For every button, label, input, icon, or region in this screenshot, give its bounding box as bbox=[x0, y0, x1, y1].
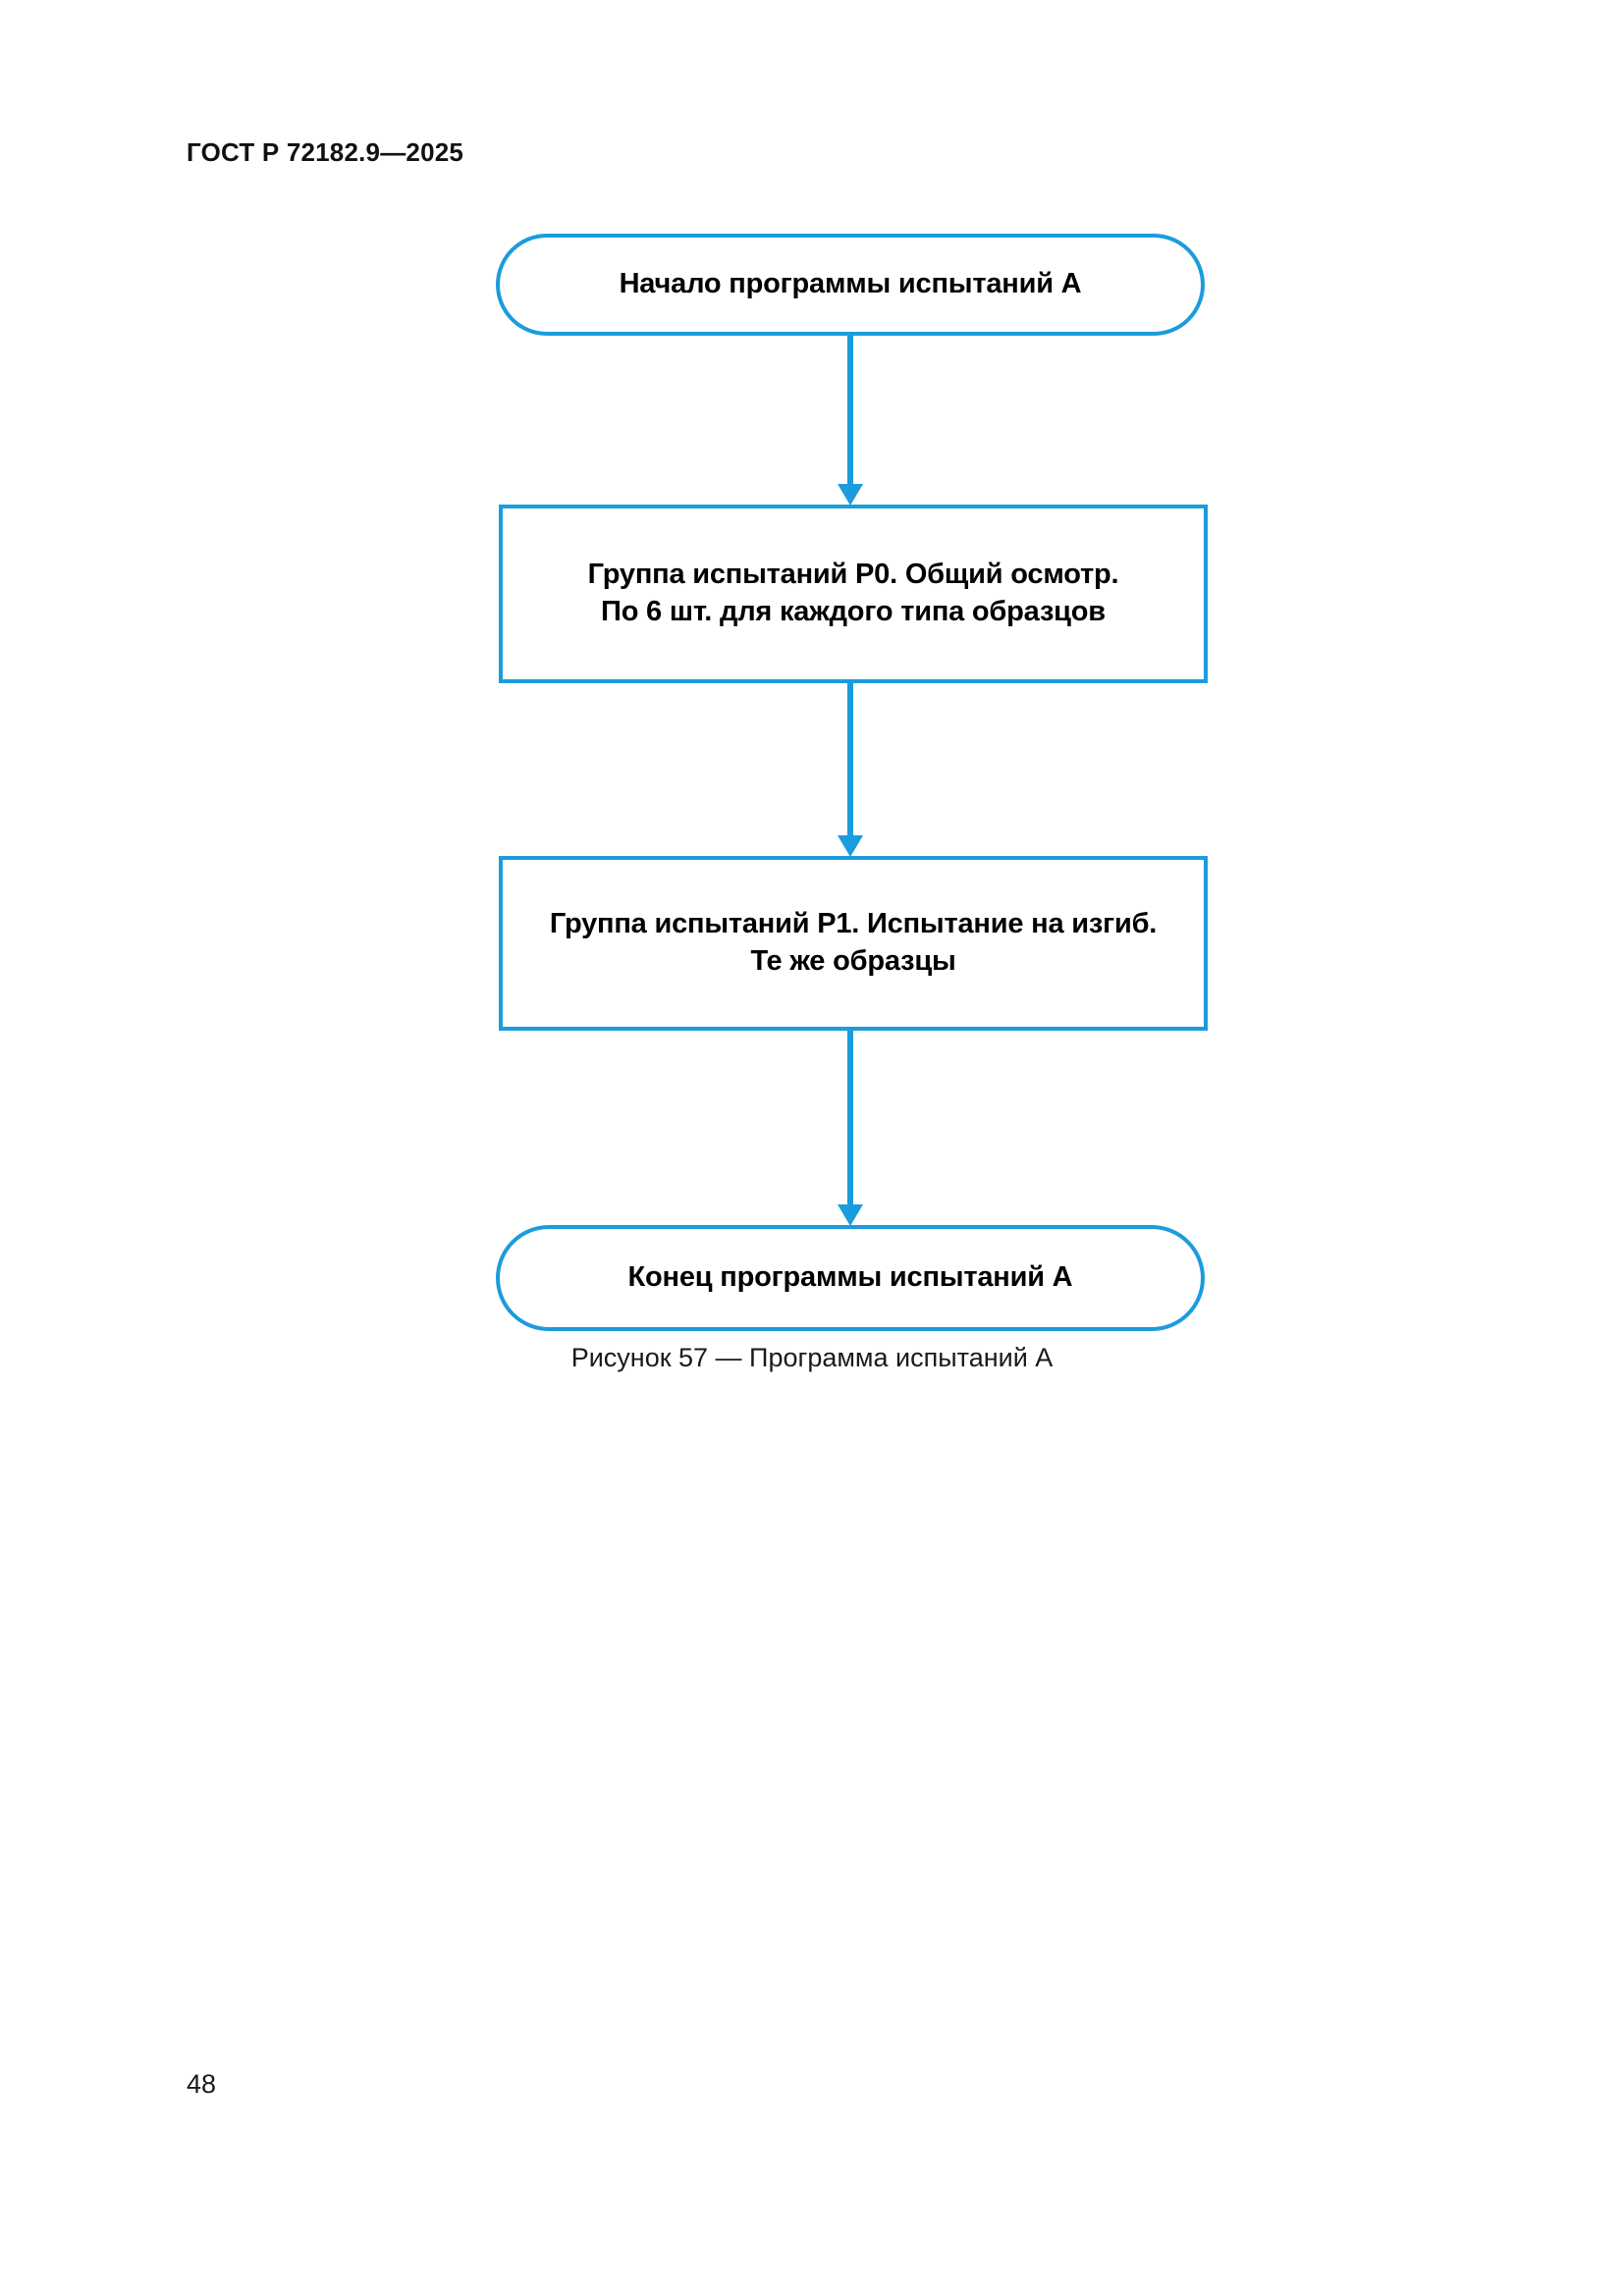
flow-node-p1-label: Группа испытаний Р1. Испытание на изгиб.… bbox=[549, 908, 1158, 977]
page-number: 48 bbox=[187, 2069, 217, 2099]
down-arrow-icon bbox=[838, 835, 863, 857]
connector-line bbox=[847, 335, 853, 486]
down-arrow-icon bbox=[838, 1204, 863, 1226]
figure-caption: Рисунок 57 — Программа испытаний А bbox=[570, 1343, 1054, 1372]
flow-node-end: Конец программы испытаний А bbox=[496, 1225, 1205, 1331]
flow-node-p0-label: Группа испытаний Р0. Общий осмотр. По 6 … bbox=[587, 559, 1119, 627]
connector-line bbox=[847, 1029, 853, 1206]
flow-node-p1: Группа испытаний Р1. Испытание на изгиб.… bbox=[499, 856, 1208, 1031]
connector-line bbox=[847, 682, 853, 837]
flow-node-end-label: Конец программы испытаний А bbox=[627, 1261, 1073, 1294]
connector-p0-to-p1 bbox=[838, 682, 863, 857]
flow-node-start-label: Начало программы испытаний А bbox=[619, 268, 1082, 300]
flow-node-start: Начало программы испытаний А bbox=[496, 234, 1205, 336]
flow-node-p0: Группа испытаний Р0. Общий осмотр. По 6 … bbox=[499, 505, 1208, 683]
down-arrow-icon bbox=[838, 484, 863, 506]
connector-p1-to-end bbox=[838, 1029, 863, 1226]
connector-start-to-p0 bbox=[838, 335, 863, 506]
figure-57: Начало программы испытаний А Группа испы… bbox=[496, 234, 1208, 1372]
running-head: ГОСТ Р 72182.9—2025 bbox=[187, 137, 464, 167]
